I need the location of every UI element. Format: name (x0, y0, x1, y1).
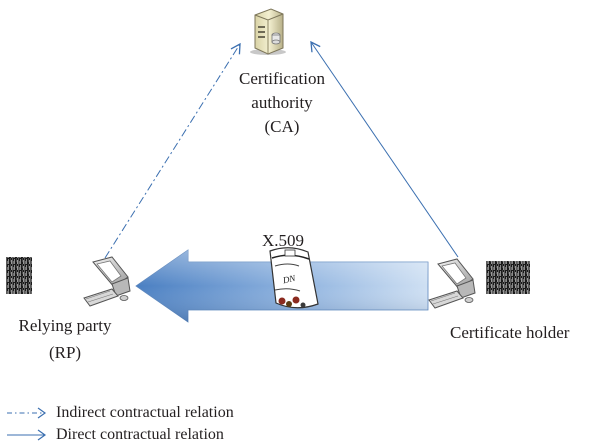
relying-party-computer-icon (6, 256, 131, 307)
direct-relation-line (310, 40, 459, 258)
dash-dot-arrow-icon (7, 407, 47, 419)
certificate-holder-label: Certificate holder (450, 323, 570, 342)
ca-label-line2: authority (251, 93, 313, 112)
ca-label-line1: Certification (239, 69, 325, 88)
legend-label-indirect: Indirect contractual relation (56, 404, 234, 421)
certificate-icon: DN (269, 247, 319, 309)
ca-label: Certification authority (CA) (218, 67, 346, 139)
server-icon (250, 8, 286, 55)
certificate-holder-computer-icon (428, 258, 530, 309)
certificate-dn-text: DN (281, 273, 297, 286)
ca-label-line3: (CA) (264, 117, 300, 136)
solid-arrow-icon (7, 429, 47, 441)
relying-party-label: Relying party (RP) (0, 312, 130, 366)
legend-label-direct: Direct contractual relation (56, 426, 224, 443)
relying-party-label-line2: (RP) (48, 343, 82, 362)
certificate-label: X.509 (262, 231, 305, 250)
indirect-relation-line (104, 42, 241, 259)
relying-party-label-line1: Relying party (18, 316, 112, 335)
